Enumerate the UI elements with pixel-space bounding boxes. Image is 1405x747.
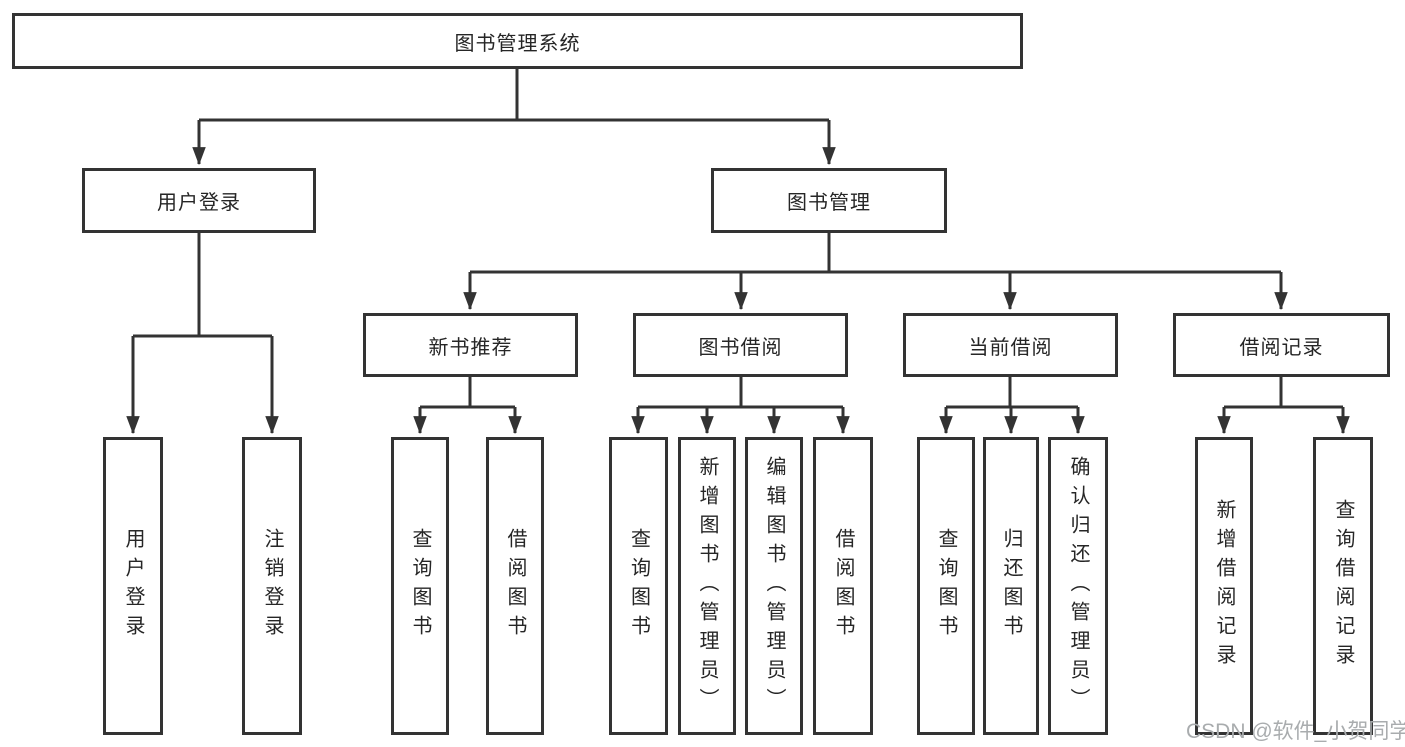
connector-borrow-records-trunk [1224,377,1343,409]
leaf-borrow-books-borrow-label: 借阅图书 [832,528,854,644]
node-book-management: 图书管理 [711,168,947,233]
leaf-add-borrow-record-label: 新增借阅记录 [1213,499,1235,673]
node-new-book-recommendation-label: 新书推荐 [428,336,513,359]
node-user-login-label: 用户登录 [157,192,241,214]
node-borrowing-records-label: 借阅记录 [1239,336,1324,359]
leaf-query-borrow-record-label: 查询借阅记录 [1332,499,1354,673]
leaf-query-books-rec-label: 查询图书 [409,528,431,644]
csdn-watermark: CSDN @软件_小贺同学 [1186,720,1405,743]
leaf-logout: 注销登录 [242,437,302,735]
leaf-return-book-label: 归还图书 [1000,528,1022,644]
leaf-return-book: 归还图书 [983,437,1039,735]
leaf-confirm-return-admin: 确认归还（管理员） [1048,437,1108,735]
leaf-logout-label: 注销登录 [261,528,283,644]
leaf-borrow-books-rec: 借阅图书 [486,437,544,735]
connector-book-borrow-trunk [638,377,843,409]
node-borrowing-records: 借阅记录 [1173,313,1390,377]
node-book-borrowing: 图书借阅 [633,313,848,377]
connector-new-book-rec-trunk [420,377,515,409]
leaf-user-login: 用户登录 [103,437,163,735]
connector-current-borrow-trunk [946,377,1078,409]
leaf-borrow-books-rec-label: 借阅图书 [504,528,526,644]
leaf-edit-book-admin: 编辑图书（管理员） [745,437,803,735]
leaf-query-borrow-record: 查询借阅记录 [1313,437,1373,735]
leaf-query-books-borrow-label: 查询图书 [627,528,650,644]
leaf-query-books-rec: 查询图书 [391,437,449,735]
leaf-borrow-books-borrow: 借阅图书 [813,437,873,735]
node-current-borrowing: 当前借阅 [903,313,1118,377]
leaf-add-book-admin: 新增图书（管理员） [678,437,736,735]
connector-book-mgmt-trunk [470,233,1281,274]
node-root-label: 图书管理系统 [454,32,581,55]
leaf-user-login-label: 用户登录 [122,528,144,644]
leaf-add-borrow-record: 新增借阅记录 [1195,437,1253,735]
node-new-book-recommendation: 新书推荐 [363,313,578,377]
node-current-borrowing-label: 当前借阅 [968,336,1053,359]
node-user-login: 用户登录 [82,168,316,233]
leaf-query-books-current-label: 查询图书 [935,528,957,644]
node-book-management-label: 图书管理 [787,192,871,214]
leaf-query-books-borrow: 查询图书 [609,437,668,735]
node-root-system: 图书管理系统 [12,13,1023,69]
connector-root-trunk [199,69,829,122]
connector-user-login-trunk [133,233,272,338]
leaf-add-book-admin-label: 新增图书（管理员） [696,455,718,717]
leaf-query-books-current: 查询图书 [917,437,975,735]
leaf-confirm-return-admin-label: 确认归还（管理员） [1067,455,1089,717]
node-book-borrowing-label: 图书借阅 [698,336,783,359]
leaf-edit-book-admin-label: 编辑图书（管理员） [763,455,785,717]
